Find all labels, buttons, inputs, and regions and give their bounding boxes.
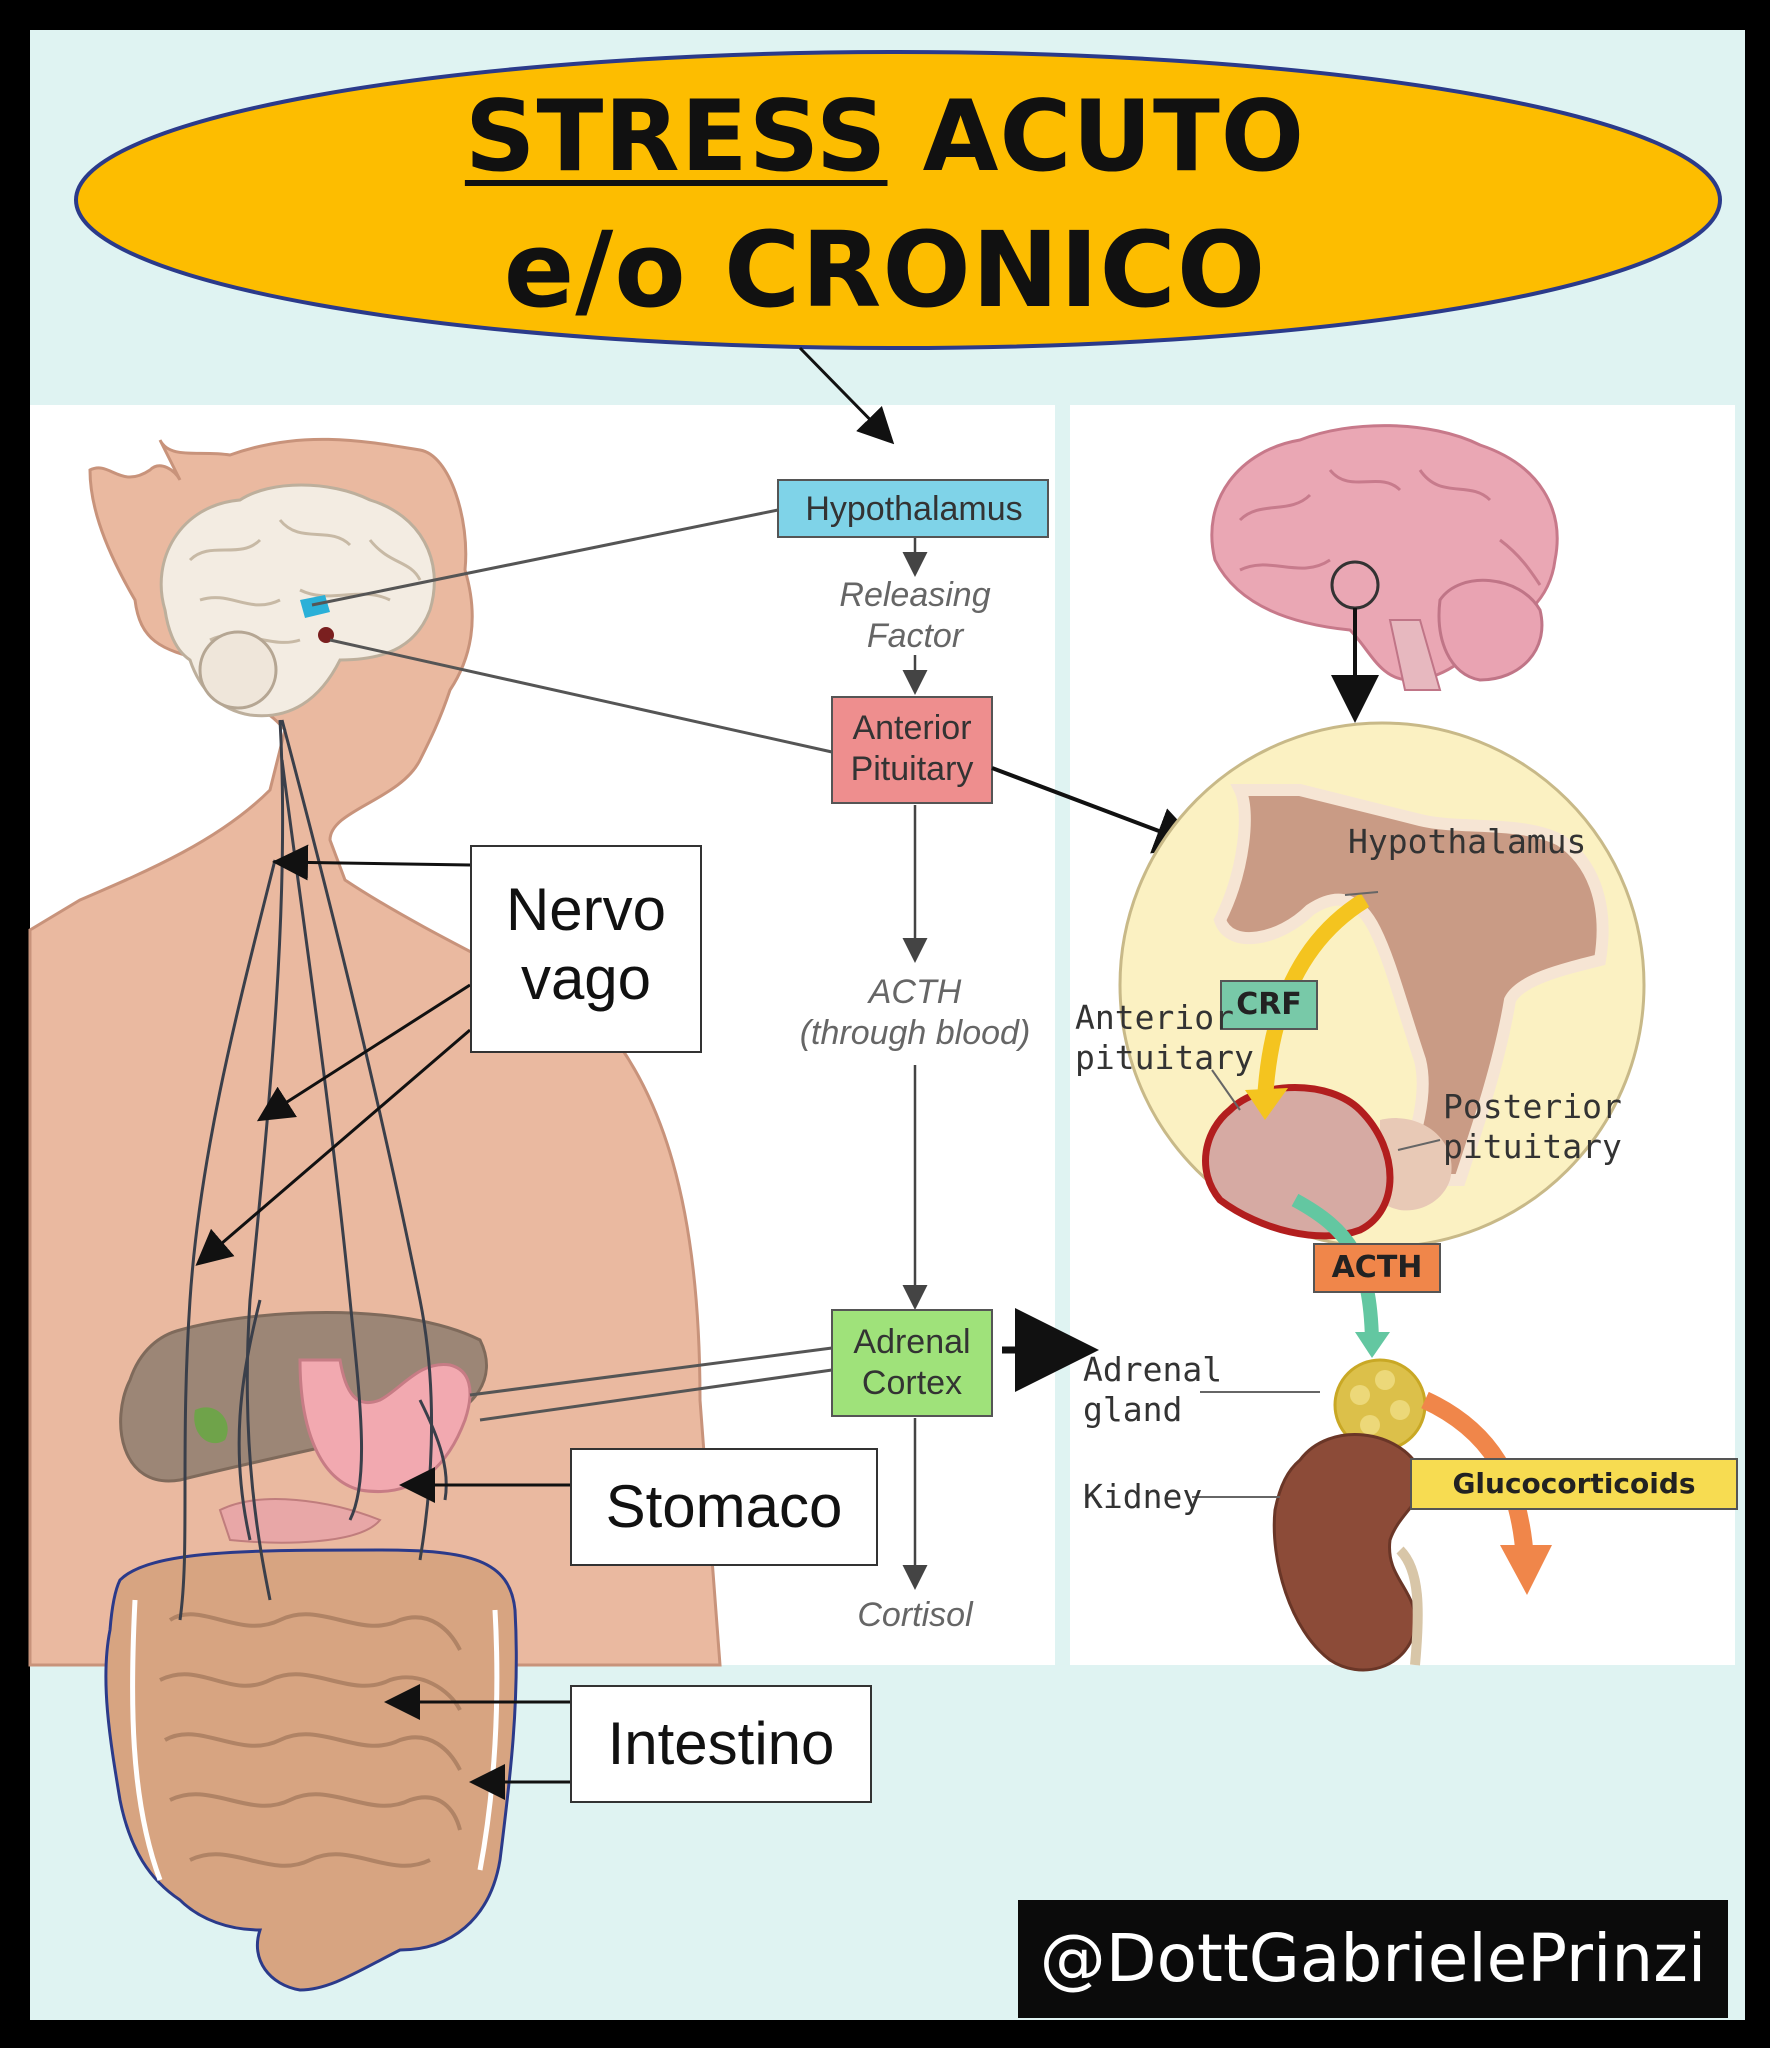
flow-acth: ACTH (through blood) xyxy=(770,972,1060,1054)
adrenal-gland-texture xyxy=(1390,1400,1410,1420)
hypothalamus-link xyxy=(311,508,779,607)
pituitary-link xyxy=(329,638,833,754)
adrenal-link-2 xyxy=(479,1368,833,1422)
flow-adrenal-cortex-label: Adrenal Cortex xyxy=(832,1322,992,1404)
title-acuto: ACUTO xyxy=(922,80,1306,194)
detail-posterior-pituitary-label: Posterior pituitary xyxy=(1443,1087,1622,1166)
detail-adrenal-gland-label: Adrenal gland xyxy=(1083,1350,1222,1429)
title-ellipse xyxy=(74,50,1722,350)
pituitary-box xyxy=(831,696,993,804)
pituitary-to-detail-arrow xyxy=(991,766,1204,854)
small-intestine-coils xyxy=(159,1612,462,1868)
title-stress: STRESS xyxy=(464,80,888,194)
author-handle: @DottGabrielePrinzi xyxy=(1018,1900,1728,2018)
flow-acth-2: (through blood) xyxy=(799,1013,1031,1052)
adrenal-gland-texture xyxy=(1375,1370,1395,1390)
large-intestine xyxy=(104,1548,518,1992)
adrenal-gland-texture xyxy=(1360,1415,1380,1435)
hypothalamus-leader xyxy=(1344,891,1379,896)
stomach xyxy=(298,1358,472,1493)
flow-cortisol: Cortisol xyxy=(857,1596,973,1634)
flow-acth-1: ACTH xyxy=(868,973,962,1011)
cerebellum xyxy=(198,630,278,710)
acth-tag: ACTH xyxy=(1313,1243,1441,1293)
human-body xyxy=(28,437,722,1992)
detail-cerebellum xyxy=(1437,578,1544,682)
gallbladder xyxy=(194,1407,228,1444)
crf-tag: CRF xyxy=(1220,980,1318,1030)
adrenal-box xyxy=(831,1309,993,1417)
ureter xyxy=(1396,1546,1423,1666)
nervo-arrow-3 xyxy=(195,1028,471,1266)
detail-anterior-pituitary: pituitary xyxy=(1075,1037,1254,1077)
anterior-leader xyxy=(1211,1069,1241,1111)
detail-adrenal: Adrenal xyxy=(1083,1350,1223,1389)
hypothalamus-box xyxy=(777,479,1049,538)
detail-anterior-pituitary-label: Anterior pituitary xyxy=(1075,998,1254,1077)
flow-factor: Factor xyxy=(866,616,964,655)
glucocorticoid-arrowhead xyxy=(1500,1545,1552,1595)
glucocorticoids-tag: Glucocorticoids xyxy=(1410,1458,1738,1510)
title-line-2: e/o CRONICO xyxy=(503,209,1267,331)
detail-illustration xyxy=(1118,424,1646,1672)
title-line-1: STRESS ACUTO xyxy=(0,88,1770,186)
pituitary-marker xyxy=(318,627,334,643)
detail-posterior-pituitary: pituitary xyxy=(1443,1126,1622,1166)
vago-text: vago xyxy=(520,945,652,1012)
flow-adrenal: Adrenal xyxy=(853,1323,971,1361)
pancreas xyxy=(218,1498,382,1544)
flow-releasing: Releasing xyxy=(839,576,991,614)
flow-anterior: Anterior xyxy=(852,709,972,747)
nervo-vago-label: Nervo vago xyxy=(470,845,702,1053)
crf-arrowhead xyxy=(1245,1088,1288,1120)
detail-anterior: Anterior xyxy=(1075,998,1234,1037)
detail-posterior: Posterior xyxy=(1443,1087,1622,1126)
flow-releasing-factor: Releasing Factor xyxy=(800,575,1030,657)
detail-kidney-label: Kidney xyxy=(1083,1477,1203,1516)
posterior-leader xyxy=(1397,1139,1441,1151)
intestine-edge xyxy=(130,1599,500,1881)
adrenal-link-1 xyxy=(469,1346,833,1397)
flow-cortex: Cortex xyxy=(861,1363,963,1402)
stomaco-label: Stomaco xyxy=(570,1448,878,1566)
intestino-label: Intestino xyxy=(570,1685,872,1803)
acth-arrowhead xyxy=(1355,1332,1390,1358)
nervo-arrow-1 xyxy=(272,844,471,881)
brainstem xyxy=(1388,619,1442,691)
flow-anterior-pituitary-label: Anterior Pituitary xyxy=(832,708,992,790)
nervo-text: Nervo xyxy=(505,876,667,943)
anterior-pituitary xyxy=(1202,1084,1394,1240)
detail-brain-folds xyxy=(1238,468,1542,586)
vagus-nerve xyxy=(178,719,448,1621)
hypothalamus-marker xyxy=(300,595,330,618)
title-arrow xyxy=(798,346,895,445)
flow-pituitary: Pituitary xyxy=(850,749,974,788)
brain-folds xyxy=(188,519,422,644)
flow-hypothalamus-label: Hypothalamus xyxy=(805,490,1023,528)
adrenal-gland-texture xyxy=(1350,1385,1370,1405)
nervo-arrow-2 xyxy=(256,983,471,1122)
hypothalamus-tissue xyxy=(1213,784,1609,1186)
detail-gland: gland xyxy=(1083,1389,1183,1429)
detail-hypothalamus-label: Hypothalamus xyxy=(1348,822,1587,861)
